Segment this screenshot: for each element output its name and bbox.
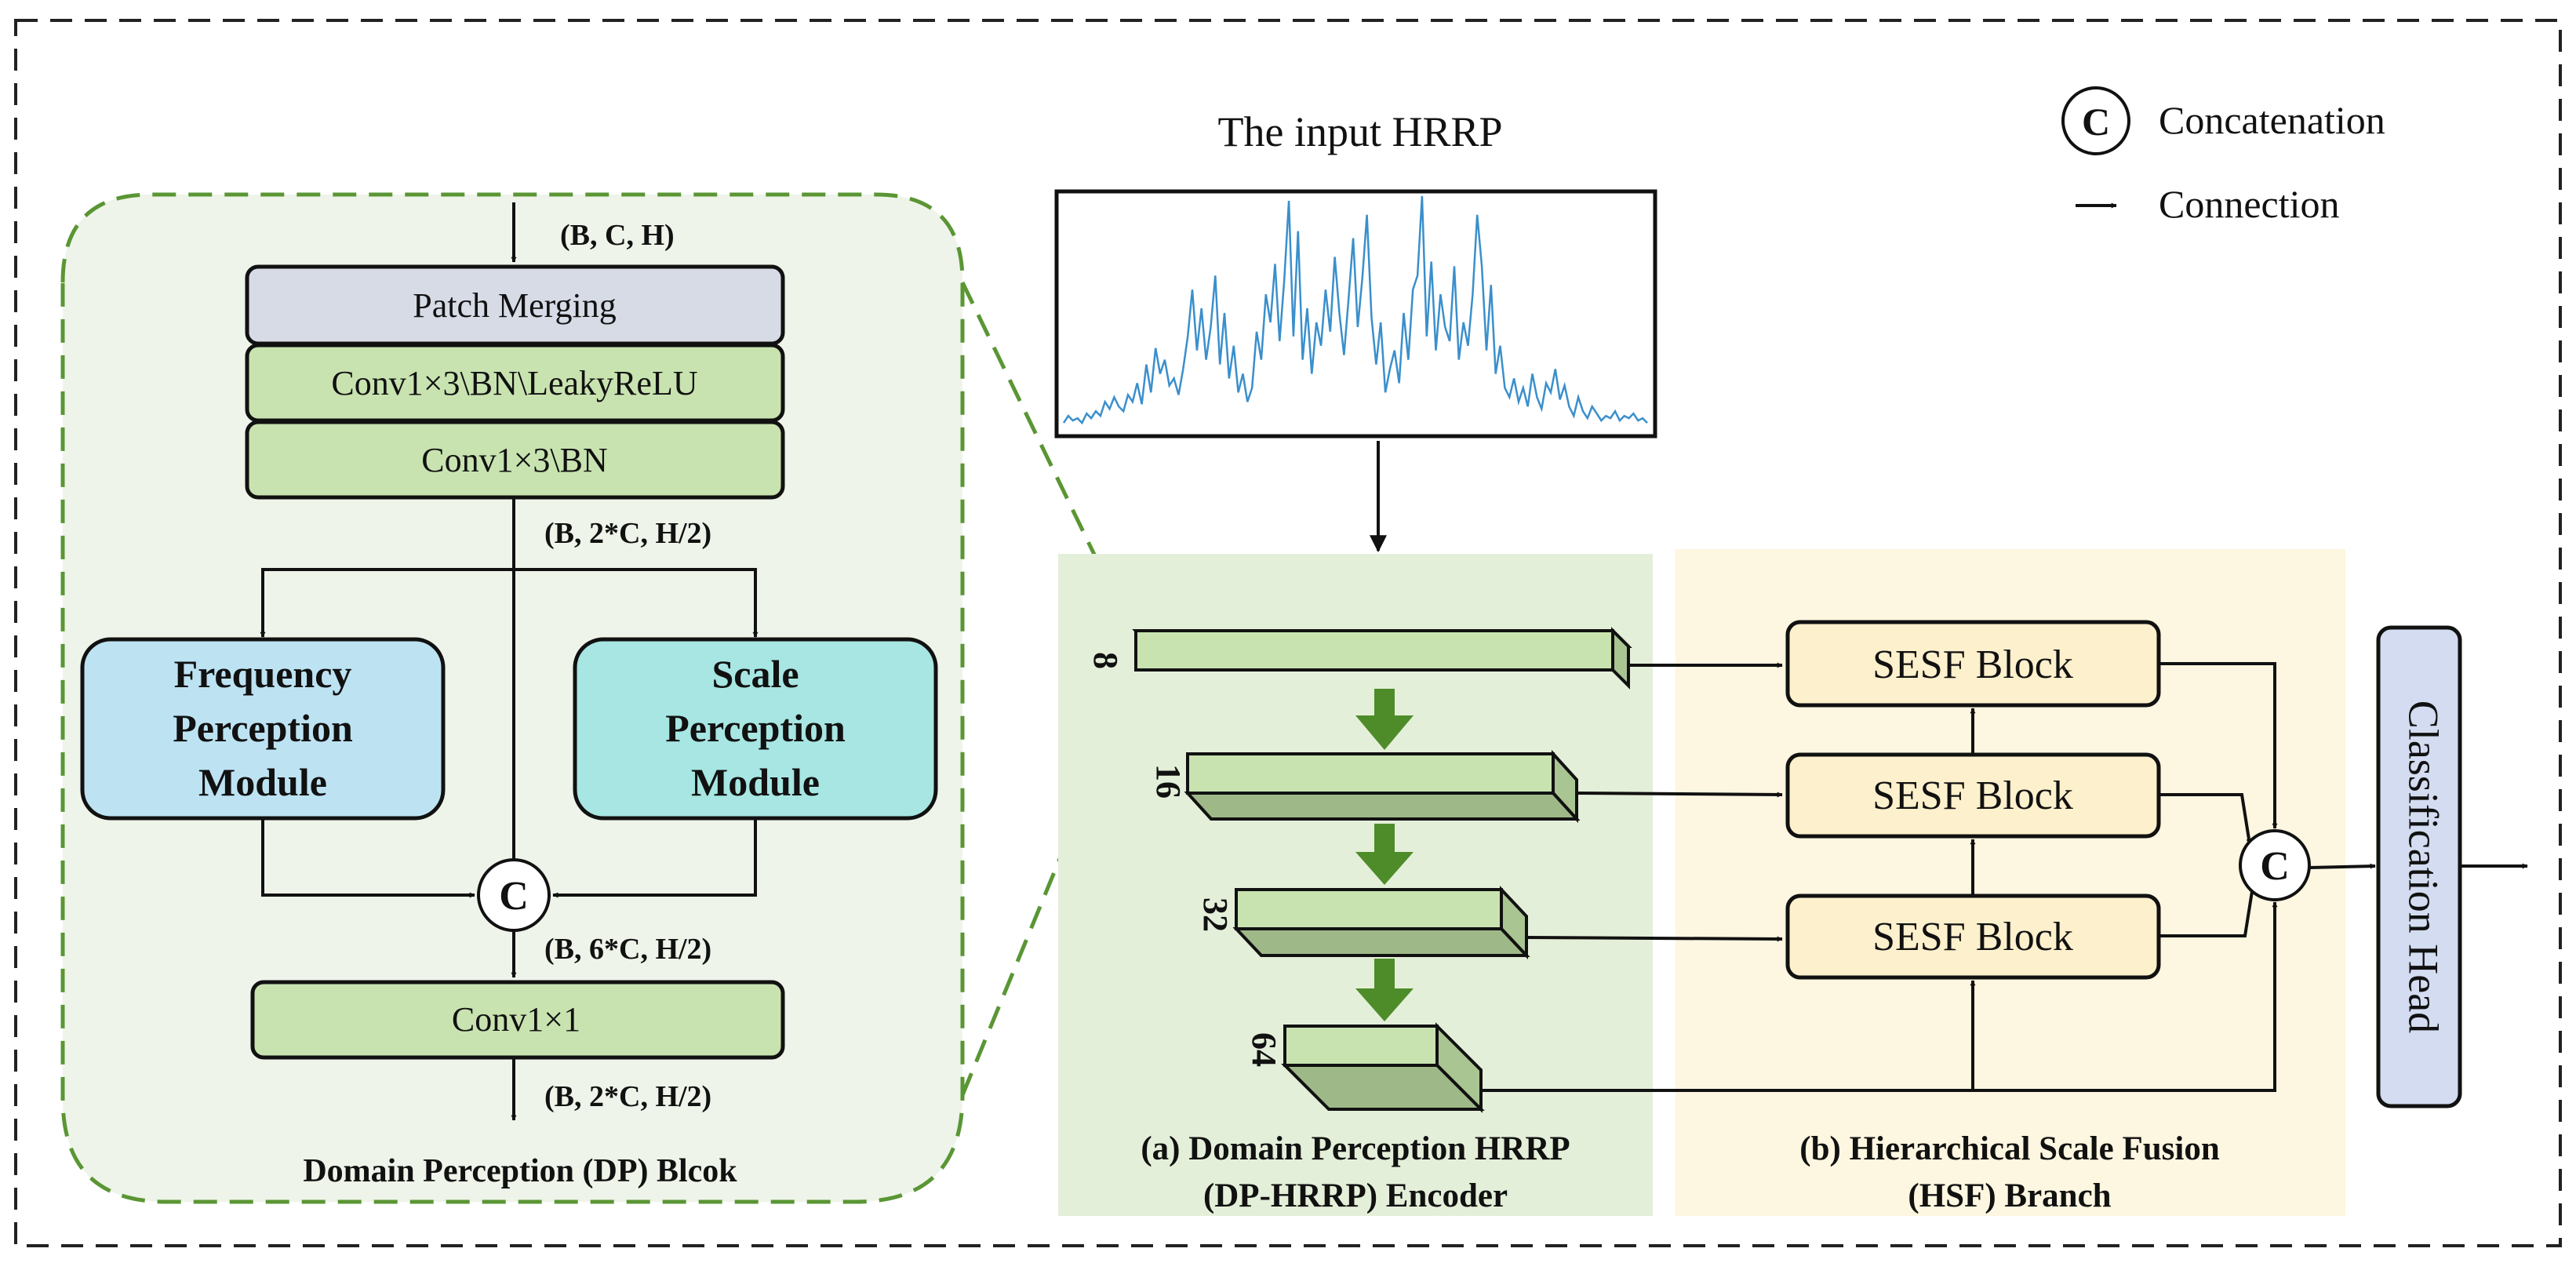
freq-module-line1: Frequency	[174, 652, 352, 696]
stage32-to-sesf3	[1526, 936, 1783, 942]
freq-module-line3: Module	[198, 760, 327, 804]
stage-label-32: 32	[1196, 897, 1235, 932]
sesf2-to-concat	[2159, 793, 2252, 845]
stage-label-16: 16	[1149, 764, 1188, 799]
down-arrow-3	[1355, 959, 1414, 1021]
freq-out-arrow	[261, 818, 475, 898]
stage16-to-sesf2	[1576, 792, 1783, 798]
encoder-stage-32	[1232, 885, 1530, 960]
legend-concat-label: Concatenation	[2159, 98, 2385, 142]
outer-frame	[14, 19, 2562, 1247]
conv1x1-box	[250, 980, 785, 1060]
encoder-stage-16	[1184, 749, 1581, 824]
patch-merging-label: Patch Merging	[413, 286, 617, 325]
scale-module-line1: Scale	[711, 652, 799, 696]
hrrp-signal-line	[1062, 195, 1648, 425]
hsf-caption-line2: (HSF) Branch	[1908, 1177, 2111, 1214]
conv1x1-label: Conv1×1	[452, 1000, 580, 1039]
stage64-to-concat	[1481, 901, 2278, 1092]
encoder-stage-64	[1281, 1022, 1485, 1113]
sesf-block-2-label: SESF Block	[1872, 773, 2073, 818]
dp-block-title: Domain Perception (DP) Blcok	[303, 1153, 737, 1189]
encoder-caption-line1: (a) Domain Perception HRRP	[1141, 1130, 1570, 1167]
sesf1-to-concat	[2159, 662, 2278, 829]
stage-label-8: 8	[1086, 652, 1125, 669]
dp-concat-shape: (B, 6*C, H/2)	[544, 933, 711, 966]
conv-bn-relu-label: Conv1×3\BN\LeakyReLU	[331, 364, 697, 402]
down-arrow-1	[1355, 689, 1414, 750]
input-hrrp-title: The input HRRP	[1217, 108, 1502, 155]
input-hrrp-plot	[1054, 189, 1657, 439]
dp-input-shape: (B, C, H)	[560, 219, 675, 252]
legend-connection-label: Connection	[2159, 182, 2340, 226]
hsf-concat-symbol: C	[2260, 844, 2290, 889]
concat-to-head-arrow	[2309, 863, 2376, 869]
freq-module-line2: Perception	[173, 706, 353, 750]
encoder-stage-8	[1132, 627, 1632, 690]
sesf-block-1-label: SESF Block	[1872, 642, 2073, 687]
legend-concat-symbol: C	[2082, 100, 2110, 144]
sesf3-to-concat	[2159, 886, 2255, 937]
dp-mid-shape: (B, 2*C, H/2)	[544, 517, 711, 550]
dp-concat-symbol: C	[499, 874, 529, 919]
dp-output-shape: (B, 2*C, H/2)	[544, 1080, 711, 1113]
legend-concat-icon	[2061, 86, 2130, 155]
conv-bn-label: Conv1×3\BN	[421, 441, 608, 479]
scale-out-arrow	[552, 818, 757, 898]
down-arrow-2	[1355, 824, 1414, 885]
hsf-concat-icon	[2239, 829, 2311, 901]
scale-module-line2: Perception	[665, 706, 846, 750]
sesf-block-3-label: SESF Block	[1872, 915, 2073, 959]
stage-label-64: 64	[1245, 1032, 1283, 1067]
classification-head-label: Classification Head	[2400, 701, 2447, 1033]
encoder-caption-line2: (DP-HRRP) Encoder	[1203, 1177, 1508, 1214]
hsf-caption-line1: (b) Hierarchical Scale Fusion	[1799, 1130, 2220, 1167]
scale-module-line3: Module	[691, 760, 820, 804]
input-hrrp-signal	[1062, 195, 1648, 425]
